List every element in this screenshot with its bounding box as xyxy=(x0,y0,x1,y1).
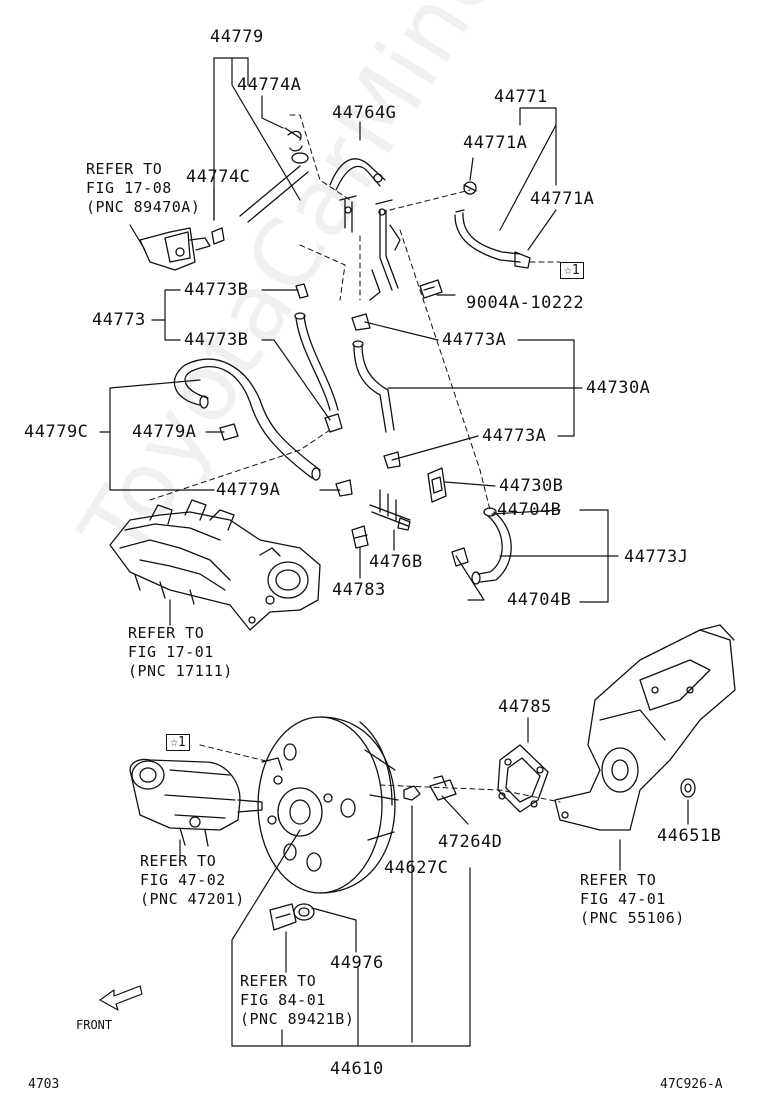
label-44730A: 44730A xyxy=(586,378,651,398)
master-cylinder xyxy=(129,758,263,847)
label-4476B: 4476B xyxy=(369,552,423,572)
label-44771A-upper: 44771A xyxy=(463,133,528,153)
grommet-44651B xyxy=(680,778,696,798)
vacuum-pipe-44764G xyxy=(329,158,401,301)
leader-lines xyxy=(99,57,689,1047)
hose-44779C xyxy=(173,358,353,497)
label-44730B: 44730B xyxy=(499,476,564,496)
label-44773A-upper: 44773A xyxy=(442,330,507,350)
brake-booster xyxy=(257,716,399,894)
clip-44730B xyxy=(427,467,447,503)
front-arrow-icon xyxy=(99,985,143,1011)
intake-manifold xyxy=(109,499,321,631)
label-44779A-bottom: 44779A xyxy=(216,480,281,500)
tee-fitting-4476B xyxy=(369,489,411,531)
label-44610: 44610 xyxy=(330,1059,384,1079)
dashed-lines xyxy=(149,114,561,803)
refer-fig-47-01: REFER TO FIG 47-01 (PNC 55106) xyxy=(580,871,685,927)
label-44771: 44771 xyxy=(494,87,548,107)
nut-44627C xyxy=(403,785,421,801)
label-44779A-left: 44779A xyxy=(132,422,197,442)
label-44773J: 44773J xyxy=(624,547,689,567)
label-44774A: 44774A xyxy=(237,75,302,95)
hose-44773 xyxy=(294,283,343,433)
refer-fig-84-01: REFER TO FIG 84-01 (PNC 89421B) xyxy=(240,972,355,1028)
label-44704B-upper: 44704B xyxy=(497,500,562,520)
label-44779C: 44779C xyxy=(24,422,89,442)
label-44773B-lower: 44773B xyxy=(184,330,249,350)
drawing-id: 47C926-A xyxy=(660,1077,723,1092)
label-44783: 44783 xyxy=(332,580,386,600)
label-47264D: 47264D xyxy=(438,832,503,852)
vsv-hose-assembly xyxy=(139,127,309,271)
hose-44771 xyxy=(454,181,531,269)
refer-fig-47-02: REFER TO FIG 47-02 (PNC 47201) xyxy=(140,852,245,908)
label-44771A-lower: 44771A xyxy=(530,189,595,209)
label-9004A-10222: 9004A-10222 xyxy=(466,293,585,313)
label-44764G: 44764G xyxy=(332,103,397,123)
label-44704B-lower: 44704B xyxy=(507,590,572,610)
star-mark-left: ☆1 xyxy=(166,734,190,751)
pedal-bracket xyxy=(554,624,736,831)
label-44773A-lower: 44773A xyxy=(482,426,547,446)
label-44773B-upper: 44773B xyxy=(184,280,249,300)
star-mark-right: ☆1 xyxy=(560,262,584,279)
gasket-44785 xyxy=(497,744,549,813)
label-44773: 44773 xyxy=(92,310,146,330)
page-id: 4703 xyxy=(28,1077,60,1092)
label-44651B: 44651B xyxy=(657,826,722,846)
valve-44783 xyxy=(351,525,369,549)
label-44785: 44785 xyxy=(498,697,552,717)
bolt-9004A xyxy=(419,279,443,299)
front-label: FRONT xyxy=(76,1018,113,1032)
label-44774C: 44774C xyxy=(186,167,251,187)
hose-44773J xyxy=(451,507,512,585)
label-44976: 44976 xyxy=(330,953,384,973)
refer-fig-17-01: REFER TO FIG 17-01 (PNC 17111) xyxy=(128,624,233,680)
label-44779: 44779 xyxy=(210,27,264,47)
refer-fig-17-08: REFER TO FIG 17-08 (PNC 89470A) xyxy=(86,160,201,216)
label-44627C: 44627C xyxy=(384,858,449,878)
fitting-47264D xyxy=(429,775,457,801)
vacuum-sensor xyxy=(269,903,315,931)
hose-44730A xyxy=(351,313,401,469)
